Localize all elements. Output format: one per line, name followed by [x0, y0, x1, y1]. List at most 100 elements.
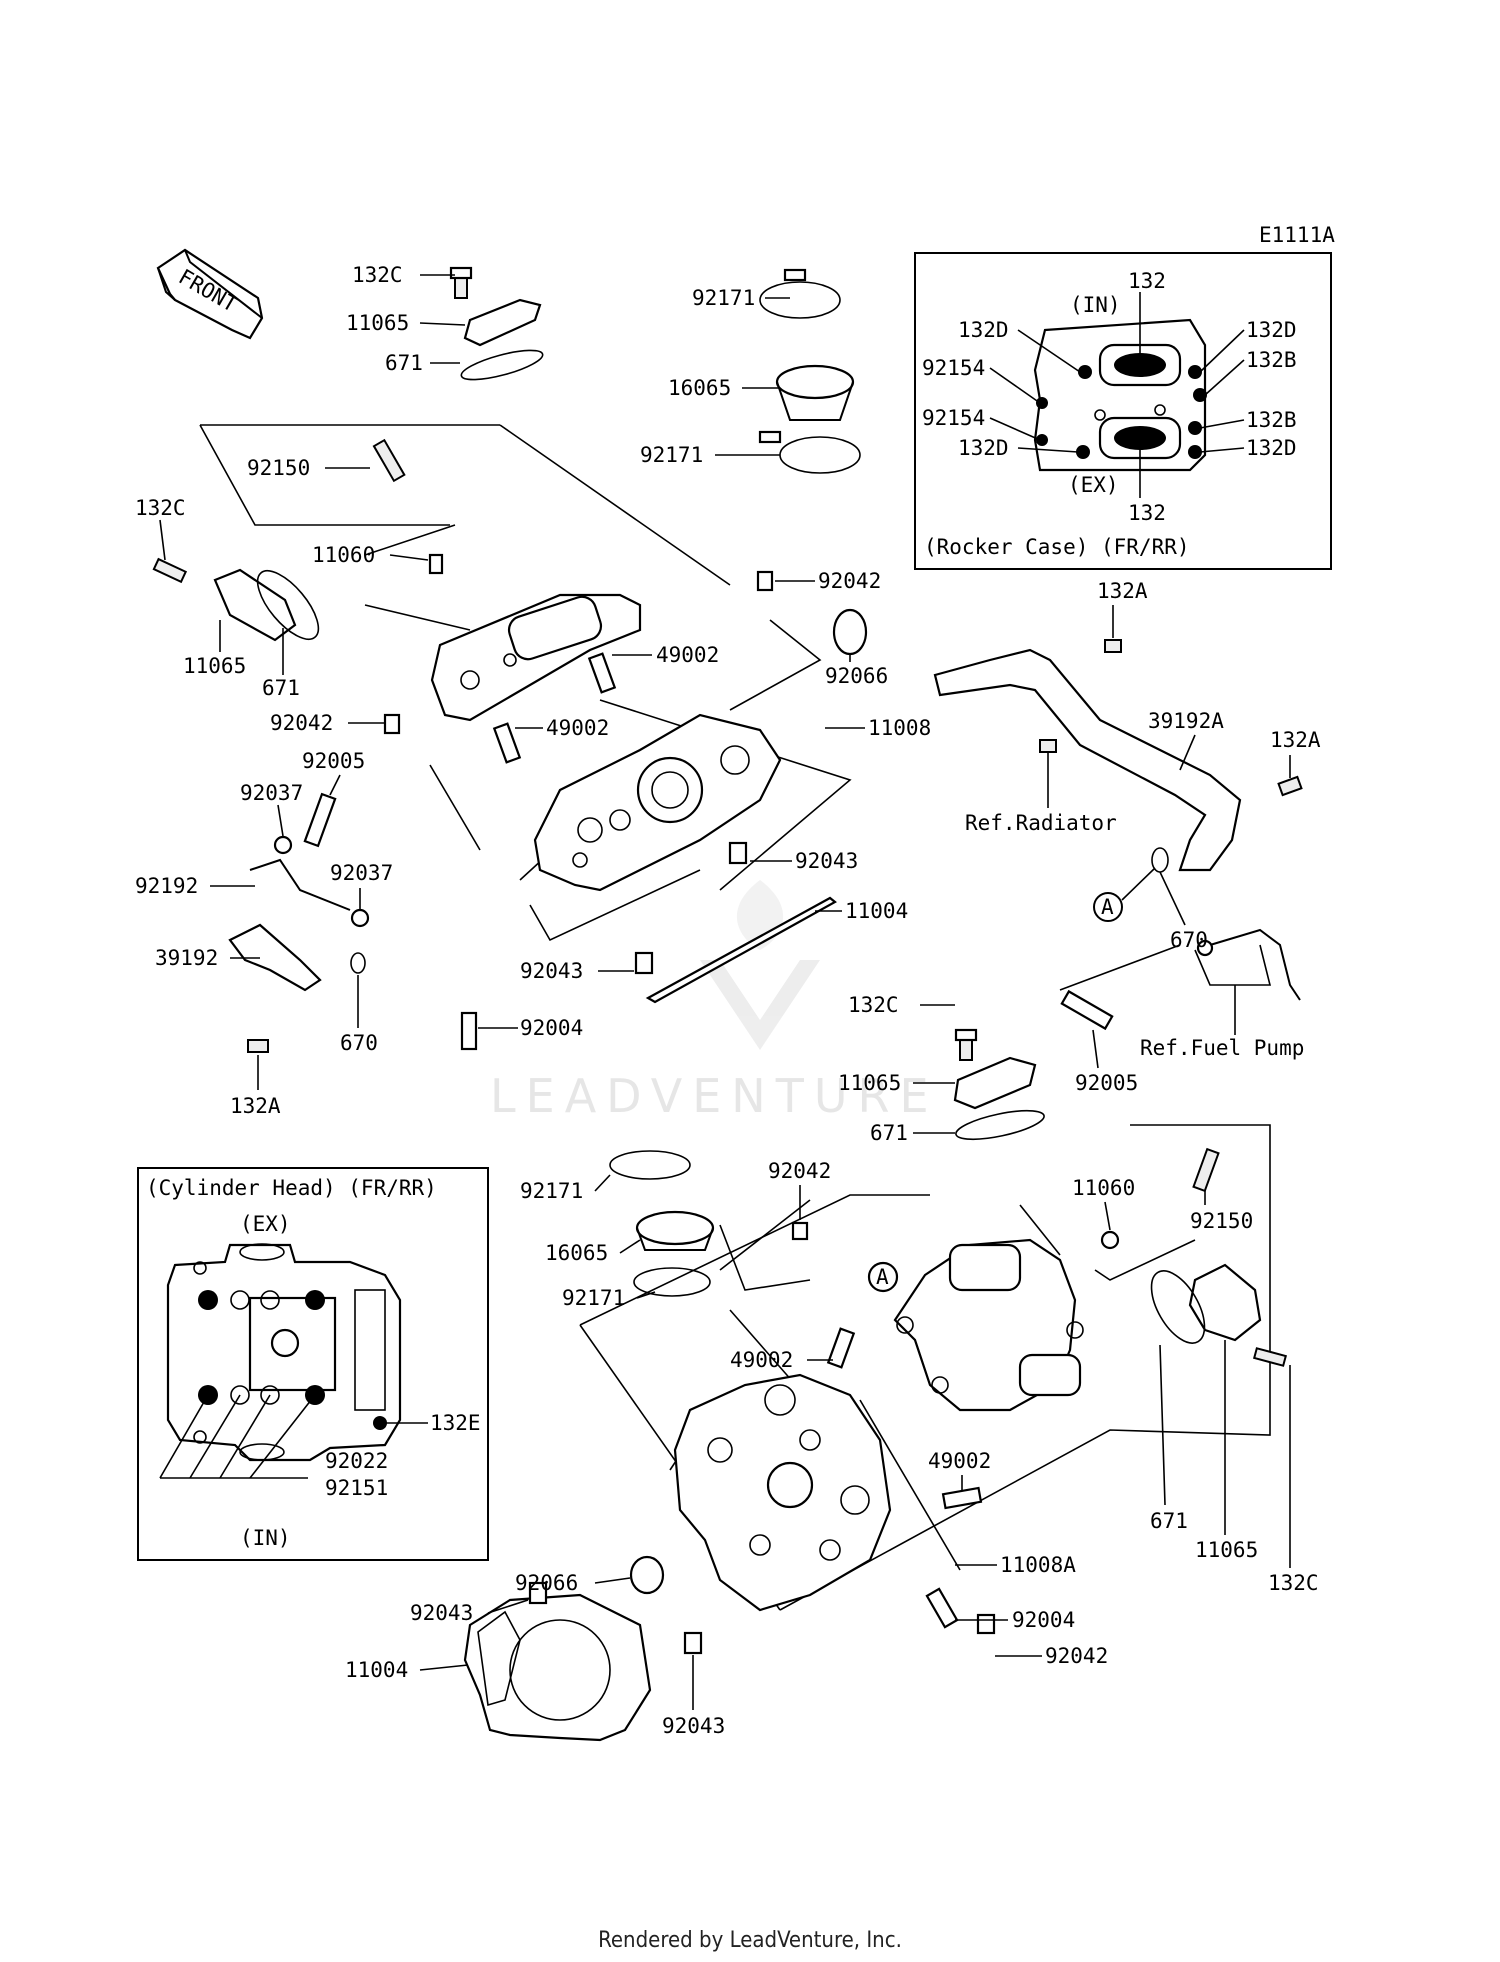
guide-49002-4 — [941, 1486, 983, 1510]
label-92005-2: 92005 — [1075, 1071, 1138, 1095]
bolt-92150-rear — [1192, 1147, 1220, 1193]
label-132c-1: 132C — [352, 263, 403, 287]
plug-92066-rear — [629, 1555, 665, 1595]
rocker-label-92154-1: 92154 — [922, 356, 985, 380]
label-92037-1: 92037 — [240, 781, 303, 805]
label-92171-4: 92171 — [562, 1286, 625, 1310]
label-circle-a-2: A — [876, 1265, 889, 1289]
rocker-label-132b-1: 132B — [1246, 348, 1297, 372]
label-92171-3: 92171 — [520, 1179, 583, 1203]
clamp-92037-1 — [273, 835, 293, 855]
label-49002-3: 49002 — [730, 1348, 793, 1372]
circle-a-rear-icon — [867, 1261, 899, 1293]
head-in-label: (IN) — [240, 1526, 291, 1550]
guide-49002-1 — [587, 652, 617, 694]
label-11065-3: 11065 — [838, 1071, 901, 1095]
upper-assembly — [152, 266, 1303, 1053]
head-ex-label: (EX) — [240, 1212, 291, 1236]
label-671-4: 671 — [1150, 1509, 1188, 1533]
rocker-label-132-bottom: 132 — [1128, 501, 1166, 525]
label-132c-4: 132C — [1268, 1571, 1319, 1595]
dowel-92043-1 — [728, 841, 748, 865]
gasket-671-top — [460, 349, 544, 381]
footer-credit: Rendered by LeadVenture, Inc. — [598, 1928, 902, 1953]
dowel-92042-rear — [791, 1221, 809, 1241]
hose-92192 — [249, 858, 351, 911]
bolt-radiator — [1039, 739, 1057, 753]
front-arrow-icon: FRONT — [156, 248, 264, 340]
label-49002-1: 49002 — [656, 643, 719, 667]
pipe-39192 — [228, 923, 322, 992]
rocker-label-132-top: 132 — [1128, 269, 1166, 293]
label-92192: 92192 — [135, 874, 198, 898]
stud-92004-top — [460, 1011, 478, 1051]
label-11065-1: 11065 — [346, 311, 409, 335]
label-11008: 11008 — [868, 716, 931, 740]
label-92150-2: 92150 — [1190, 1209, 1253, 1233]
pipe-92005-right — [1060, 989, 1114, 1031]
label-11065-2: 11065 — [183, 654, 246, 678]
pipe-39192a — [933, 648, 1242, 872]
inset-cylinder-head: (Cylinder Head) (FR/RR) (EX) 132E — [137, 1167, 489, 1561]
inset-rocker-case: 132 (IN) 132D 132D 132B 92154 92154 132B… — [914, 252, 1332, 570]
label-11060-2: 11060 — [1072, 1176, 1135, 1200]
label-49002-4: 49002 — [928, 1449, 991, 1473]
dowel-92043-4 — [683, 1631, 703, 1655]
label-92004-1: 92004 — [520, 1016, 583, 1040]
label-92043-3: 92043 — [410, 1601, 473, 1625]
head-label-92022: 92022 — [325, 1449, 388, 1473]
rocker-label-132d-bl: 132D — [958, 436, 1009, 460]
lower-assembly — [463, 1028, 1288, 1742]
cover-11065-rear-right — [1188, 1263, 1262, 1342]
label-670-2: 670 — [1170, 928, 1208, 952]
guide-49002-3 — [826, 1327, 856, 1369]
label-92043-1: 92043 — [795, 849, 858, 873]
circle-a-front-icon — [1093, 892, 1123, 922]
label-16065-2: 16065 — [545, 1241, 608, 1265]
label-92042-2: 92042 — [818, 569, 881, 593]
bolt-92150-top — [372, 438, 406, 483]
bolt-132a-right — [1277, 775, 1303, 797]
dowel-92043-2 — [634, 951, 654, 975]
label-circle-a-1: A — [1101, 895, 1114, 919]
label-92004-2: 92004 — [1012, 1608, 1075, 1632]
label-92171-2: 92171 — [640, 443, 703, 467]
gasket-11004-rear — [463, 1593, 652, 1742]
rocker-label-132d-tl: 132D — [958, 318, 1009, 342]
rocker-label-132d-tr: 132D — [1246, 318, 1297, 342]
watermark-text: LEADVENTURE — [490, 1069, 939, 1123]
cover-11065-top — [463, 298, 542, 347]
rocker-in-label: (IN) — [1070, 293, 1121, 317]
label-92171-1: 92171 — [692, 286, 755, 310]
clamp-92171-2 — [779, 436, 861, 474]
plug-92066-top — [832, 608, 868, 656]
clamp-92171-3 — [609, 1150, 691, 1180]
label-11060-1: 11060 — [312, 543, 375, 567]
label-11065-4: 11065 — [1195, 1538, 1258, 1562]
bolt-132c-rear-right — [1252, 1347, 1288, 1367]
label-92150-1: 92150 — [247, 456, 310, 480]
label-92042-1: 92042 — [270, 711, 333, 735]
diagram-id: E1111A — [1259, 223, 1335, 247]
dowel-92042-tr — [756, 570, 774, 592]
label-39192: 39192 — [155, 946, 218, 970]
cylinder-head-illustration — [166, 1243, 402, 1462]
label-11004-1: 11004 — [845, 899, 908, 923]
cover-11065-mid — [953, 1056, 1037, 1110]
label-92066-1: 92066 — [825, 664, 888, 688]
label-671-1: 671 — [385, 351, 423, 375]
clamp-92037-2 — [350, 908, 370, 928]
label-49002-2: 49002 — [546, 716, 609, 740]
rocker-label-132d-br: 132D — [1246, 436, 1297, 460]
rocker-label-132b-2: 132B — [1246, 408, 1297, 432]
label-ref-fuel-pump: Ref.Fuel Pump — [1140, 1036, 1304, 1060]
clamp-92171-1 — [759, 281, 841, 319]
stud-92004-rear — [925, 1587, 959, 1629]
pipe-92005-left — [303, 792, 337, 848]
fuel-line — [1209, 928, 1301, 1001]
label-11008a: 11008A — [1000, 1553, 1076, 1577]
gasket-671-left — [256, 570, 320, 640]
dowel-11060-top — [428, 553, 444, 575]
dowel-92042-bottom — [976, 1613, 996, 1635]
bolt-132c-left — [152, 557, 188, 584]
